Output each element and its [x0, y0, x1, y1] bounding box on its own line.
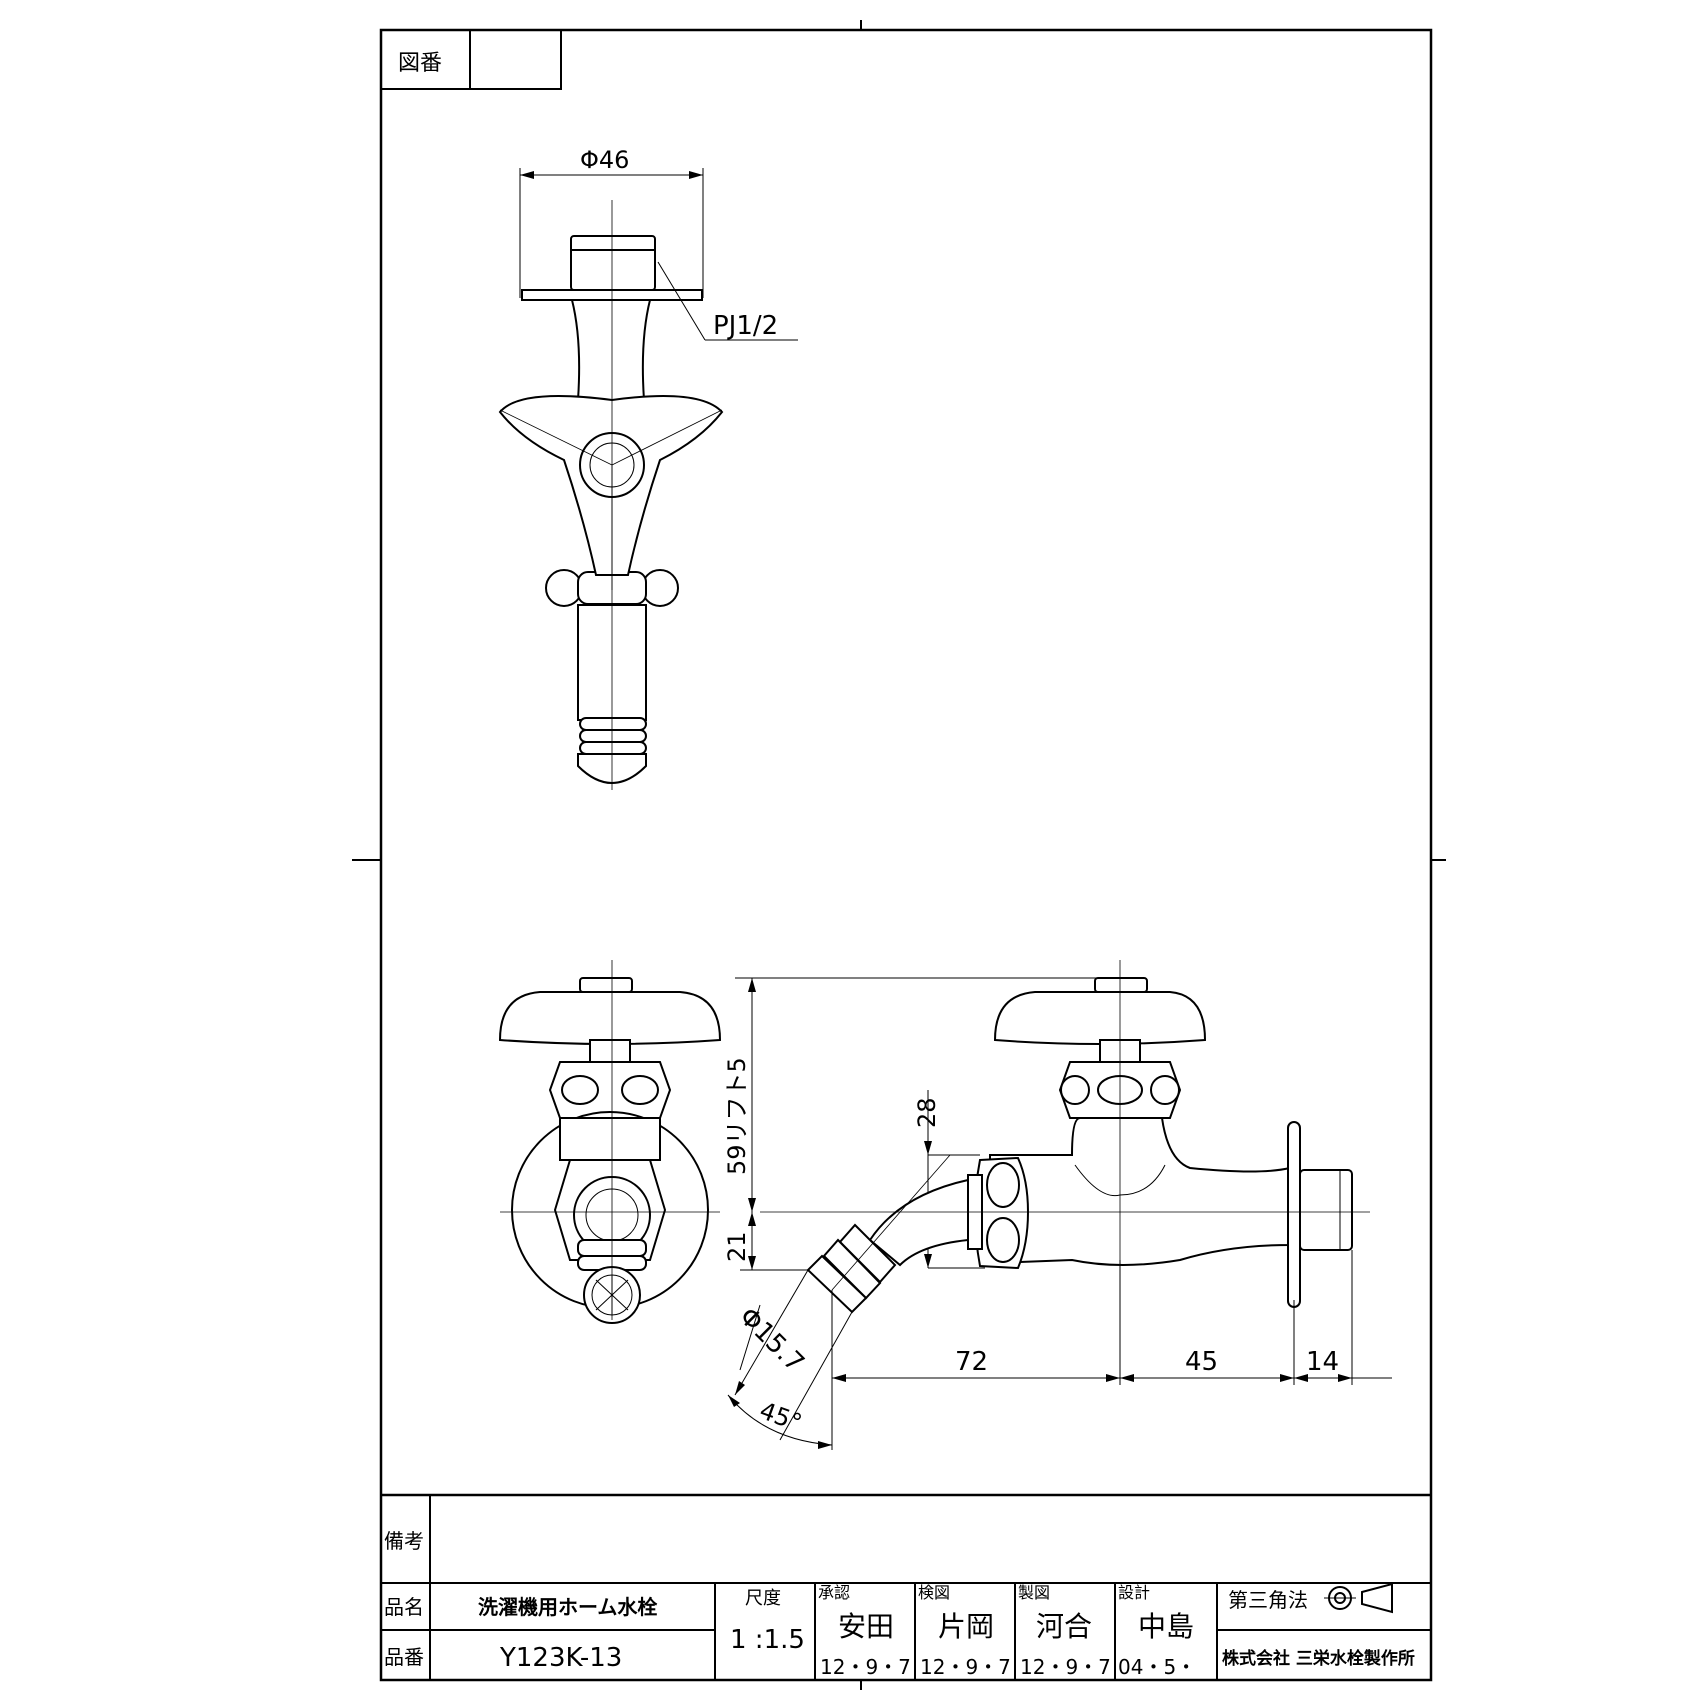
dim-height-max: 59リフト5	[723, 1057, 751, 1175]
dim-thread: PJ1/2	[713, 311, 778, 341]
drawing-number-box: 図番	[380, 29, 562, 90]
check-label: 検図	[918, 1583, 950, 1602]
front-view	[498, 960, 722, 1324]
title-block: 備考 品名 洗濯機用ホーム水栓 品番 Y123K-13 尺度 1 :1.5 承認…	[381, 1493, 1431, 1680]
drafting-date: 12・9・7	[1020, 1655, 1111, 1679]
side-view: 59リフト5 21 28	[723, 960, 1392, 1450]
drawing-number-label: 図番	[398, 51, 442, 76]
scale-value: 1 :1.5	[730, 1625, 805, 1655]
drafting-label: 製図	[1018, 1583, 1050, 1602]
sheet-border	[379, 28, 1433, 1682]
dim-length-14: 14	[1306, 1347, 1339, 1377]
design-date: 04・5・	[1118, 1655, 1196, 1679]
product-number-label: 品番	[384, 1645, 424, 1669]
scale-label: 尺度	[745, 1588, 781, 1609]
third-angle-projection-icon	[1324, 1582, 1393, 1614]
product-number: Y123K-13	[499, 1643, 622, 1673]
approval-date: 12・9・7	[820, 1655, 911, 1679]
top-view: Φ46 PJ1/2	[498, 146, 798, 790]
drafting-name: 河合	[1036, 1610, 1092, 1643]
design-name: 中島	[1138, 1610, 1194, 1643]
dim-height-21: 21	[723, 1231, 751, 1262]
projection-label: 第三角法	[1228, 1588, 1308, 1612]
approval-label: 承認	[818, 1583, 850, 1602]
product-name: 洗濯機用ホーム水栓	[478, 1595, 657, 1619]
dim-length-45: 45	[1185, 1347, 1218, 1377]
dim-outlet-angle: 45°	[756, 1396, 806, 1437]
check-name: 片岡	[938, 1610, 994, 1643]
dim-length-72: 72	[955, 1347, 988, 1377]
dim-outlet-diameter: Φ15.7	[733, 1302, 810, 1379]
product-name-label: 品名	[384, 1595, 424, 1619]
dim-top-diameter: Φ46	[580, 146, 629, 174]
approval-name: 安田	[838, 1610, 894, 1643]
design-label: 設計	[1118, 1583, 1150, 1602]
dim-height-28: 28	[913, 1097, 941, 1128]
company-name: 株式会社 三栄水栓製作所	[1222, 1648, 1415, 1669]
remarks-label: 備考	[384, 1529, 424, 1553]
check-date: 12・9・7	[920, 1655, 1011, 1679]
